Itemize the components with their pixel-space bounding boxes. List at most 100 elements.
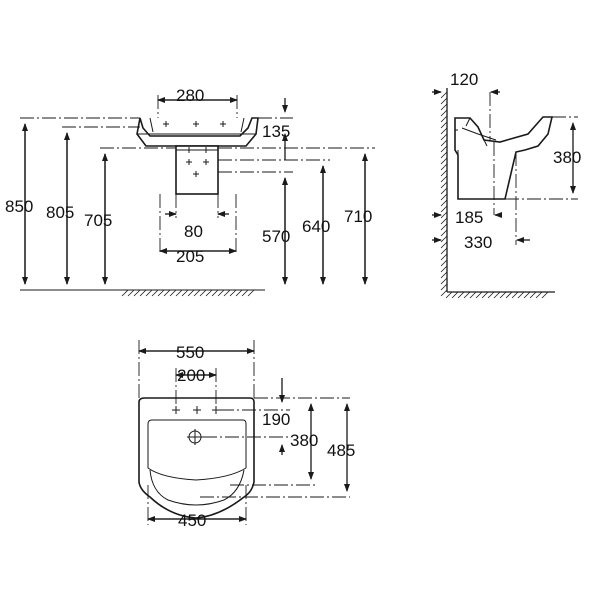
hatch-line [241, 289, 249, 297]
dim-front-570: 570 [262, 227, 290, 246]
hatch-line [440, 265, 448, 273]
hatch-line [523, 291, 531, 299]
hatch-line [187, 289, 195, 297]
hatch-line [535, 291, 543, 299]
dim-front-705: 705 [84, 211, 112, 230]
hatch-line [445, 291, 453, 299]
side-floor-hatch [445, 291, 549, 299]
hatch-line [440, 241, 448, 249]
hatch-line [151, 289, 159, 297]
hatch-line [440, 121, 448, 129]
hatch-line [440, 223, 448, 231]
hatch-line [211, 289, 219, 297]
hatch-line [440, 289, 448, 297]
side-basin-profile [454, 116, 554, 200]
front-extension-lines [20, 95, 375, 291]
hatch-line [529, 291, 537, 299]
dim-plan-550: 550 [176, 343, 204, 362]
hatch-line [440, 97, 448, 105]
hatch-line [440, 91, 448, 99]
hatch-line [440, 103, 448, 111]
hatch-line [193, 289, 201, 297]
hatch-line [199, 289, 207, 297]
hatch-line [487, 291, 495, 299]
hatch-line [440, 181, 448, 189]
hatch-line [440, 169, 448, 177]
hatch-line [440, 247, 448, 255]
dim-plan-450: 450 [178, 511, 206, 530]
plan-dimension-lines [138, 340, 350, 525]
dim-side-120: 120 [450, 70, 478, 89]
dim-front-850: 850 [5, 197, 33, 216]
hatch-line [511, 291, 519, 299]
hatch-line [440, 127, 448, 135]
dim-front-205: 205 [176, 247, 204, 266]
hatch-line [157, 289, 165, 297]
hatch-line [440, 175, 448, 183]
hatch-line [440, 253, 448, 261]
hatch-line [440, 217, 448, 225]
hatch-line [169, 289, 177, 297]
side-elevation-view: 120 380 185 330 [432, 70, 581, 299]
hatch-line [493, 291, 501, 299]
hatch-line [145, 289, 153, 297]
dim-front-710: 710 [344, 207, 372, 226]
hatch-line [499, 291, 507, 299]
dim-plan-200: 200 [177, 366, 205, 385]
side-dimension-lines [432, 89, 578, 245]
hatch-line [440, 115, 448, 123]
dim-front-805: 805 [46, 203, 74, 222]
side-wall-hatch [440, 91, 448, 297]
hatch-line [440, 277, 448, 285]
hatch-line [440, 139, 448, 147]
hatch-line [440, 163, 448, 171]
hatch-line [440, 187, 448, 195]
plan-bowl [147, 419, 247, 481]
hatch-line [440, 205, 448, 213]
dim-plan-485: 485 [327, 441, 355, 460]
hatch-line [517, 291, 525, 299]
front-fixing-markers [163, 121, 226, 177]
hatch-line [440, 211, 448, 219]
hatch-line [121, 289, 129, 297]
hatch-line [440, 109, 448, 117]
hatch-line [481, 291, 489, 299]
hatch-line [139, 289, 147, 297]
dim-side-185: 185 [455, 208, 483, 227]
dim-front-640: 640 [302, 217, 330, 236]
hatch-line [469, 291, 477, 299]
hatch-line [127, 289, 135, 297]
hatch-line [229, 289, 237, 297]
hatch-line [440, 283, 448, 291]
hatch-line [440, 271, 448, 279]
hatch-line [457, 291, 465, 299]
hatch-line [235, 289, 243, 297]
hatch-line [440, 235, 448, 243]
front-basin-body [136, 117, 259, 147]
hatch-line [541, 291, 549, 299]
plan-view: 550 200 190 380 485 450 [138, 340, 355, 530]
dim-front-80: 80 [184, 222, 203, 241]
dim-side-330: 330 [464, 233, 492, 252]
plan-tap-holes [172, 406, 220, 414]
hatch-line [175, 289, 183, 297]
hatch-line [247, 289, 255, 297]
dim-plan-380: 380 [290, 431, 318, 450]
hatch-line [505, 291, 513, 299]
hatch-line [440, 193, 448, 201]
hatch-line [463, 291, 471, 299]
hatch-line [440, 259, 448, 267]
front-elevation-view: 280 135 850 805 705 80 205 570 640 710 [5, 86, 375, 297]
dim-front-280: 280 [176, 86, 204, 105]
front-dimension-lines [22, 97, 368, 285]
hatch-line [440, 145, 448, 153]
hatch-line [217, 289, 225, 297]
front-pedestal [175, 145, 219, 195]
hatch-line [451, 291, 459, 299]
hatch-line [475, 291, 483, 299]
dim-side-380: 380 [553, 148, 581, 167]
plan-drain [187, 429, 203, 445]
hatch-line [163, 289, 171, 297]
hatch-line [440, 157, 448, 165]
